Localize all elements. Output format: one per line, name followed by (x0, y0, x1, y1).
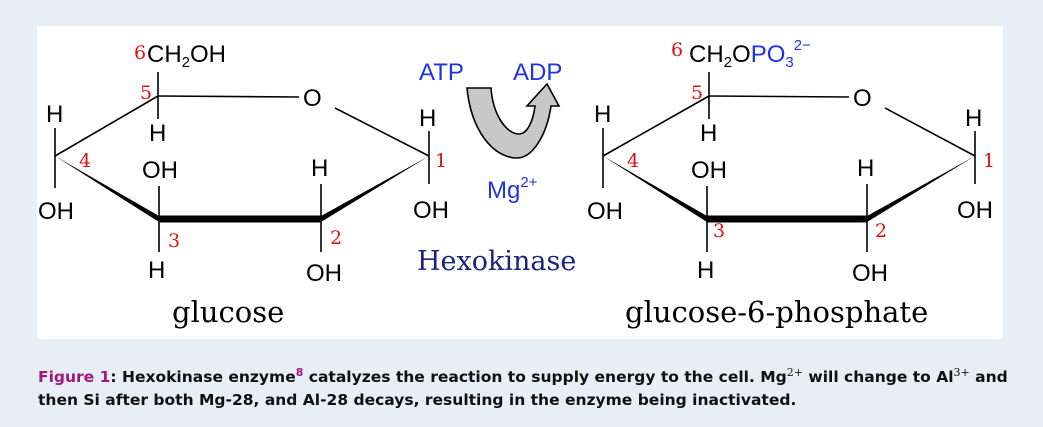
glucose-c4-number: 4 (79, 150, 91, 172)
reaction-arrow-area: ATP ADP Mg2+ Hexokinase (417, 59, 576, 277)
glucose-c2-number: 2 (330, 227, 342, 249)
glucose-oh-c2: OH (306, 260, 342, 287)
g6p-name: glucose-6-phosphate (625, 295, 928, 329)
bond-o-c1 (334, 107, 430, 157)
caption-text-d: and then Si after both Mg-28, and Al-28 … (38, 368, 1008, 409)
glucose-oh-c4: OH (38, 198, 74, 225)
g6p-wedge-c4-c3 (603, 156, 707, 222)
g6p-c2-number: 2 (875, 220, 887, 242)
caption-text-a: Hexokinase enzyme (121, 368, 296, 386)
bond-c4-c5 (54, 95, 159, 157)
g6p-c6-group: CH2OPO32− (689, 37, 811, 71)
glucose-structure: 6 CH2OH O 5 H H 4 OH OH 3 H H 2 OH H 1 O… (38, 41, 449, 329)
bond-c5-o (157, 95, 300, 98)
g6p-bond-c5-o (708, 95, 850, 98)
g6p-h-c3: H (697, 257, 714, 284)
figure-panel: 6 CH2OH O 5 H H 4 OH OH 3 H H 2 OH H 1 O… (37, 26, 1003, 339)
wedge-c2-c1 (321, 156, 429, 222)
figure-caption: Figure 1: Hexokinase enzyme8 catalyzes t… (38, 361, 1008, 412)
glucose-h-c4: H (46, 101, 63, 128)
atp-label: ATP (419, 59, 464, 86)
g6p-c4-number: 4 (627, 150, 639, 172)
g6p-oh-c1: OH (957, 197, 993, 224)
g6p-c5-number: 5 (691, 82, 703, 104)
glucose-c6-group: CH2OH (147, 41, 226, 71)
g6p-h-c5: H (700, 120, 717, 147)
enzyme-label: Hexokinase (417, 246, 576, 277)
glucose-c5-number: 5 (140, 82, 152, 104)
g6p-c6-number: 6 (671, 39, 683, 61)
glucose-h-c2: H (311, 155, 328, 182)
glucose-oh-c3: OH (142, 157, 178, 184)
g6p-bond-o-c1 (884, 107, 976, 157)
g6p-oh-c3: OH (691, 157, 727, 184)
g6p-h-c1: H (965, 105, 982, 132)
g6p-h-c2: H (857, 155, 874, 182)
g6p-structure: 6 CH2OPO32− O 5 H H 4 OH OH 3 H H 2 OH H… (587, 37, 995, 329)
glucose-h-c1: H (419, 105, 436, 132)
glucose-h-c5: H (149, 120, 166, 147)
caption-sep: : (110, 368, 122, 386)
g6p-h-c4: H (594, 101, 611, 128)
g6p-bond-c4-c5 (602, 95, 710, 157)
g6p-oh-c4: OH (587, 198, 623, 225)
caption-text-b: catalyzes the reaction to supply energy … (303, 368, 787, 386)
caption-mg-charge: 2+ (786, 366, 803, 379)
glucose-h-c3: H (148, 257, 165, 284)
glucose-ring-oxygen: O (303, 85, 322, 112)
g6p-c3-number: 3 (713, 220, 725, 242)
adp-label: ADP (513, 59, 562, 86)
glucose-oh-c1: OH (413, 197, 449, 224)
glucose-c6-number: 6 (134, 42, 146, 64)
g6p-ring-oxygen: O (853, 85, 872, 112)
curved-reaction-arrow-icon (466, 82, 561, 159)
mg-cofactor: Mg2+ (487, 174, 538, 204)
caption-al-charge: 3+ (953, 366, 970, 379)
wedge-c4-c3 (55, 156, 159, 222)
g6p-oh-c2: OH (852, 260, 888, 287)
glucose-c1-number: 1 (435, 150, 447, 172)
caption-reference-link[interactable]: 8 (295, 366, 304, 379)
figure-label: Figure 1 (38, 368, 111, 386)
g6p-c1-number: 1 (983, 150, 995, 172)
g6p-wedge-c2-c1 (867, 156, 975, 222)
glucose-name: glucose (172, 295, 284, 329)
caption-text-c: will change to Al (802, 368, 954, 386)
glucose-c3-number: 3 (168, 230, 180, 252)
